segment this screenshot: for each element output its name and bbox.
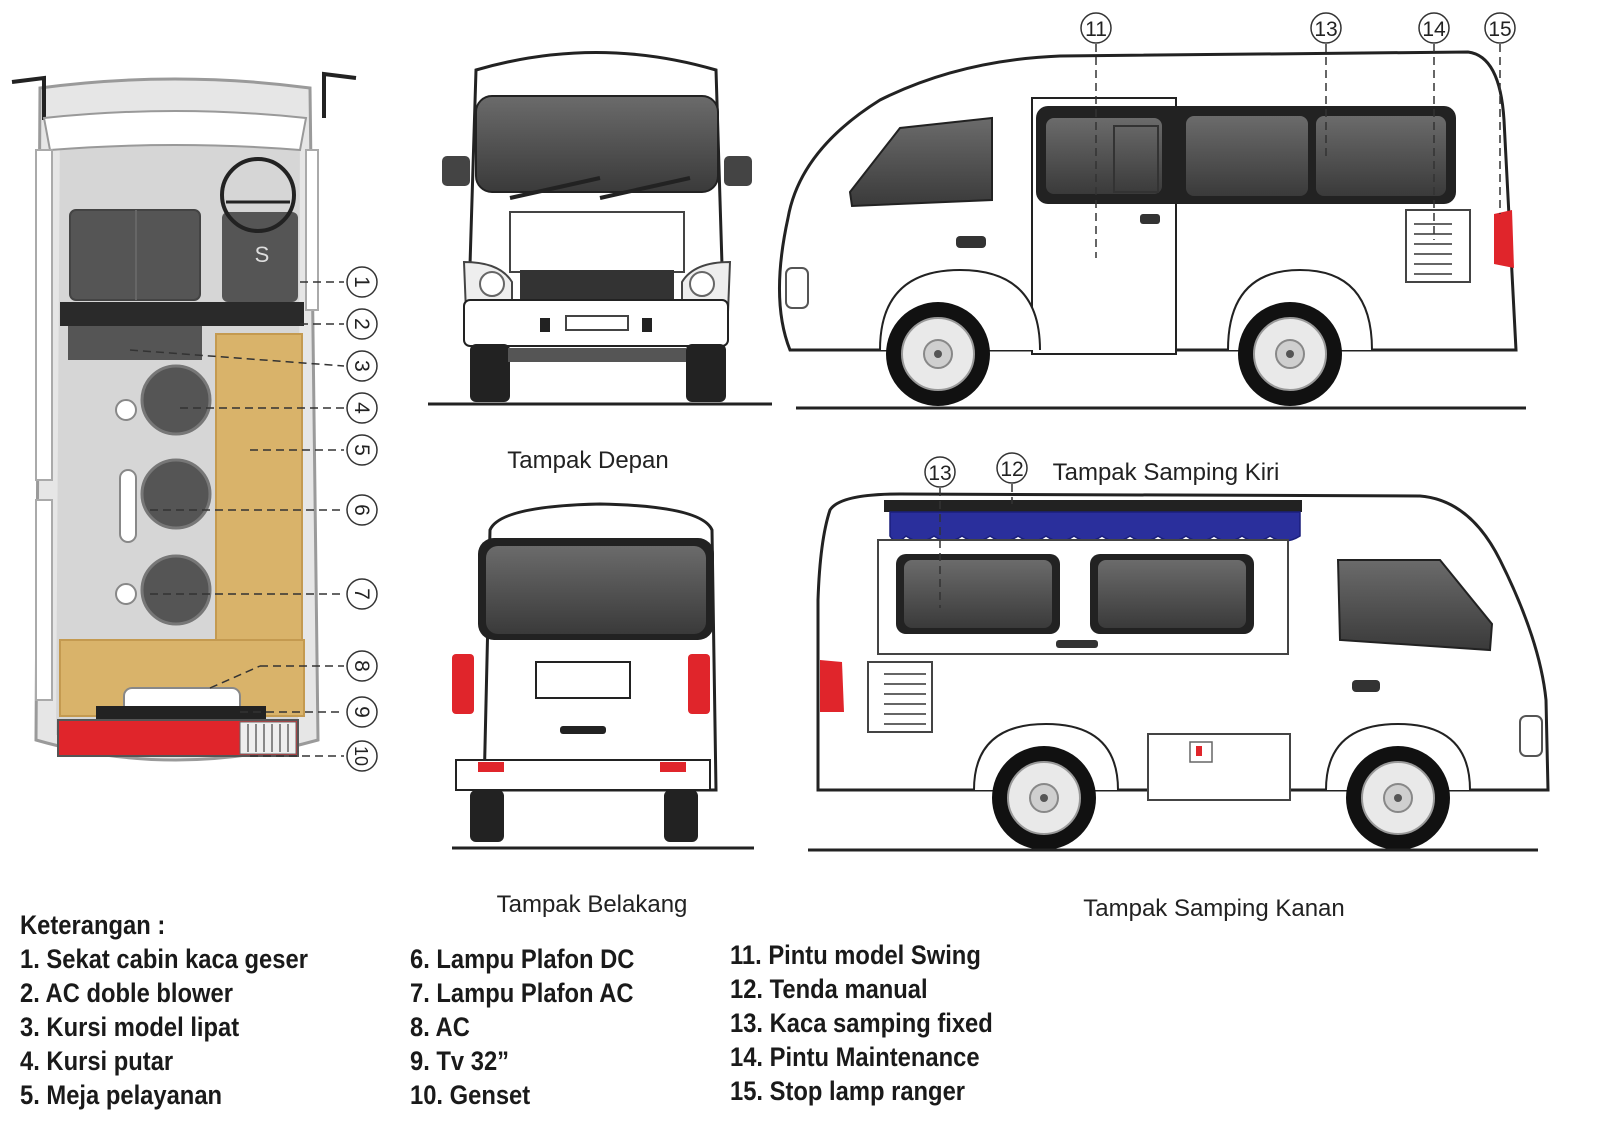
callout-13-left: 13 — [1314, 18, 1337, 41]
left-side-view: 11 13 14 15 — [778, 12, 1526, 410]
rear-tire-left — [470, 790, 504, 842]
side-window-1 — [1186, 116, 1308, 196]
callout-4: 4 — [350, 402, 373, 414]
callout-8: 8 — [350, 660, 373, 672]
legend-item-14: 14. Pintu Maintenance — [730, 1042, 980, 1072]
cab-window-right — [1336, 559, 1494, 652]
callout-2: 2 — [350, 318, 373, 330]
steering-wheel — [220, 157, 296, 233]
legend-item-9: 9. Tv 32” — [410, 1046, 510, 1076]
front-windshield — [475, 95, 719, 193]
maintenance-door-left — [1405, 209, 1471, 283]
maintenance-door-right — [867, 661, 933, 733]
rear-view — [452, 502, 754, 850]
mirror-right — [724, 156, 752, 186]
awning — [889, 511, 1301, 542]
rear-lamp-right — [688, 654, 710, 714]
callout-13-right: 13 — [928, 462, 951, 485]
right-side-window-1 — [904, 560, 1052, 628]
legend-item-11: 11. Pintu model Swing — [730, 940, 981, 970]
driver-seat-mark: S — [255, 242, 270, 267]
rear-lamp-left — [452, 654, 474, 714]
legend-item-6: 6. Lampu Plafon DC — [410, 944, 635, 974]
legend-col-2: 6. Lampu Plafon DC 7. Lampu Plafon AC 8.… — [410, 942, 634, 1112]
swivel-seat-2 — [140, 458, 212, 530]
front-view — [428, 51, 772, 406]
label-front-view: Tampak Depan — [507, 447, 668, 474]
folding-seat — [68, 326, 202, 360]
legend-item-12: 12. Tenda manual — [730, 974, 928, 1004]
front-wheel-right — [1345, 745, 1451, 851]
callout-11: 11 — [1085, 18, 1107, 41]
callout-3: 3 — [350, 360, 373, 372]
swivel-seat-1 — [140, 364, 212, 436]
legend-item-10: 10. Genset — [410, 1080, 531, 1110]
callout-10: 10 — [351, 746, 371, 766]
stop-lamp-left — [1494, 210, 1514, 268]
mirror-left — [442, 156, 470, 186]
right-side-window-2 — [1098, 560, 1246, 628]
legend-col-3: 11. Pintu model Swing 12. Tenda manual 1… — [730, 938, 993, 1108]
ac-lamp — [115, 583, 137, 605]
swivel-seat-3 — [140, 554, 212, 626]
legend-item-15: 15. Stop lamp ranger — [730, 1076, 966, 1106]
label-rear-view: Tampak Belakang — [497, 891, 688, 918]
front-wheel-left — [885, 301, 991, 407]
callout-12: 12 — [1000, 458, 1023, 481]
callout-14: 14 — [1422, 18, 1446, 41]
cab-window-left — [848, 116, 993, 208]
callout-1: 1 — [350, 276, 373, 288]
legend-item-1: 1. Sekat cabin kaca geser — [20, 944, 308, 974]
legend-item-5: 5. Meja pelayanan — [20, 1080, 223, 1110]
rear-wheel-left — [1237, 301, 1343, 407]
driver-seat — [222, 212, 298, 302]
door-window — [1046, 118, 1162, 194]
genset-compartment — [1147, 733, 1291, 801]
floor-plan: S — [11, 71, 378, 772]
legend-item-8: 8. AC — [410, 1012, 470, 1042]
legend-col-1: Keterangan : 1. Sekat cabin kaca geser 2… — [20, 908, 308, 1112]
legend-title: Keterangan : — [20, 910, 166, 940]
rear-window — [486, 546, 706, 634]
callout-7: 7 — [350, 588, 373, 600]
legend-item-2: 2. AC doble blower — [20, 978, 233, 1008]
stop-lamp-right — [820, 660, 844, 712]
rear-tire-right — [664, 790, 698, 842]
front-tire-right — [686, 344, 726, 402]
cabin-partition — [60, 302, 304, 326]
callout-15: 15 — [1488, 18, 1511, 41]
awning-bar — [884, 500, 1302, 512]
tv — [96, 706, 266, 720]
dc-lamp — [115, 399, 137, 421]
legend-item-3: 3. Kursi model lipat — [20, 1012, 240, 1042]
dc-lamp-bar — [119, 469, 137, 543]
legend-item-4: 4. Kursi putar — [20, 1046, 174, 1076]
side-window-2 — [1316, 116, 1446, 196]
right-side-view: 13 12 — [808, 452, 1550, 852]
callout-6: 6 — [350, 504, 373, 516]
license-plate — [535, 661, 631, 699]
label-left-view: Tampak Samping Kiri — [1053, 459, 1280, 486]
callout-5: 5 — [350, 444, 373, 456]
front-tire-left — [470, 344, 510, 402]
callout-9: 9 — [350, 706, 373, 718]
legend-item-7: 7. Lampu Plafon AC — [410, 978, 634, 1008]
legend-item-13: 13. Kaca samping fixed — [730, 1008, 993, 1038]
label-right-view: Tampak Samping Kanan — [1083, 895, 1345, 922]
rear-wheel-right — [991, 745, 1097, 851]
